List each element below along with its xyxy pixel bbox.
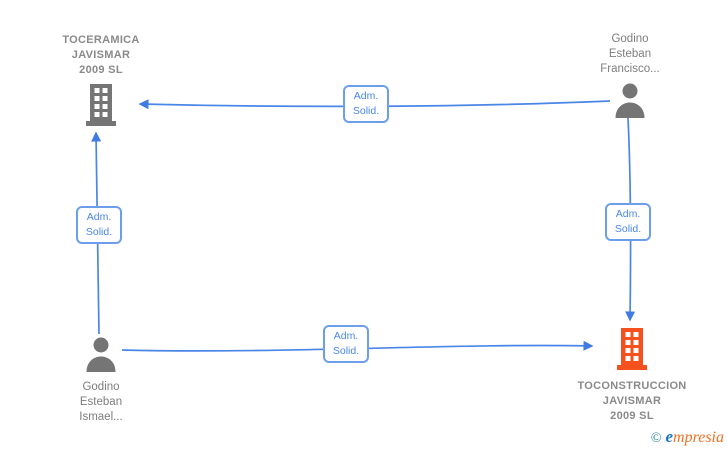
edge-label-line: Solid.	[352, 105, 380, 117]
edge-label-adm-solid: Adm. Solid.	[76, 206, 122, 244]
node-label-line: 2009 SL	[610, 410, 654, 422]
node-label: Godino Esteban Ismael...	[21, 380, 181, 425]
edge-label-line: Solid.	[85, 226, 113, 238]
node-label-line: 2009 SL	[79, 64, 123, 76]
edge-label-adm-solid: Adm. Solid.	[323, 325, 369, 363]
building-icon	[82, 84, 120, 132]
empresia-logo[interactable]: ©empresia	[651, 427, 724, 447]
node-label-line: Esteban	[608, 48, 652, 60]
edge-label-line: Adm.	[86, 211, 112, 223]
edge-label-line: Solid.	[332, 345, 360, 357]
node-label-line: TOCERAMICA	[62, 34, 140, 46]
node-label-line: Ismael...	[79, 411, 123, 423]
building-icon	[613, 328, 651, 376]
node-person-godino-esteban-francisco[interactable]: Godino Esteban Francisco...	[550, 32, 710, 123]
copyright-icon: ©	[650, 431, 662, 446]
node-person-godino-esteban-ismael[interactable]: Godino Esteban Ismael...	[21, 336, 181, 425]
node-company-toceramica[interactable]: TOCERAMICA JAVISMAR 2009 SL	[21, 33, 181, 132]
empresia-logo-text-e: e	[665, 427, 674, 446]
node-label: TOCONSTRUCCION JAVISMAR 2009 SL	[552, 379, 712, 424]
node-label-line: JAVISMAR	[602, 395, 662, 407]
edge-label-adm-solid: Adm. Solid.	[605, 203, 651, 241]
person-icon	[84, 336, 118, 377]
node-company-toconstruccion[interactable]: TOCONSTRUCCION JAVISMAR 2009 SL	[552, 328, 712, 424]
empresia-logo-text: mpresia	[673, 429, 724, 446]
edge-label-line: Adm.	[353, 90, 379, 102]
node-label-line: Godino	[82, 381, 120, 393]
node-label-line: Esteban	[79, 396, 123, 408]
node-label: Godino Esteban Francisco...	[550, 32, 710, 77]
edge-label-line: Solid.	[614, 223, 642, 235]
node-label-line: TOCONSTRUCCION	[577, 380, 687, 392]
person-icon	[613, 82, 647, 123]
edge-label-adm-solid: Adm. Solid.	[343, 85, 389, 123]
node-label-line: Francisco...	[600, 63, 660, 75]
node-label-line: JAVISMAR	[71, 49, 131, 61]
edge-label-line: Adm.	[615, 208, 641, 220]
node-label-line: Godino	[611, 33, 649, 45]
edge-label-line: Adm.	[333, 330, 359, 342]
node-label: TOCERAMICA JAVISMAR 2009 SL	[21, 33, 181, 78]
